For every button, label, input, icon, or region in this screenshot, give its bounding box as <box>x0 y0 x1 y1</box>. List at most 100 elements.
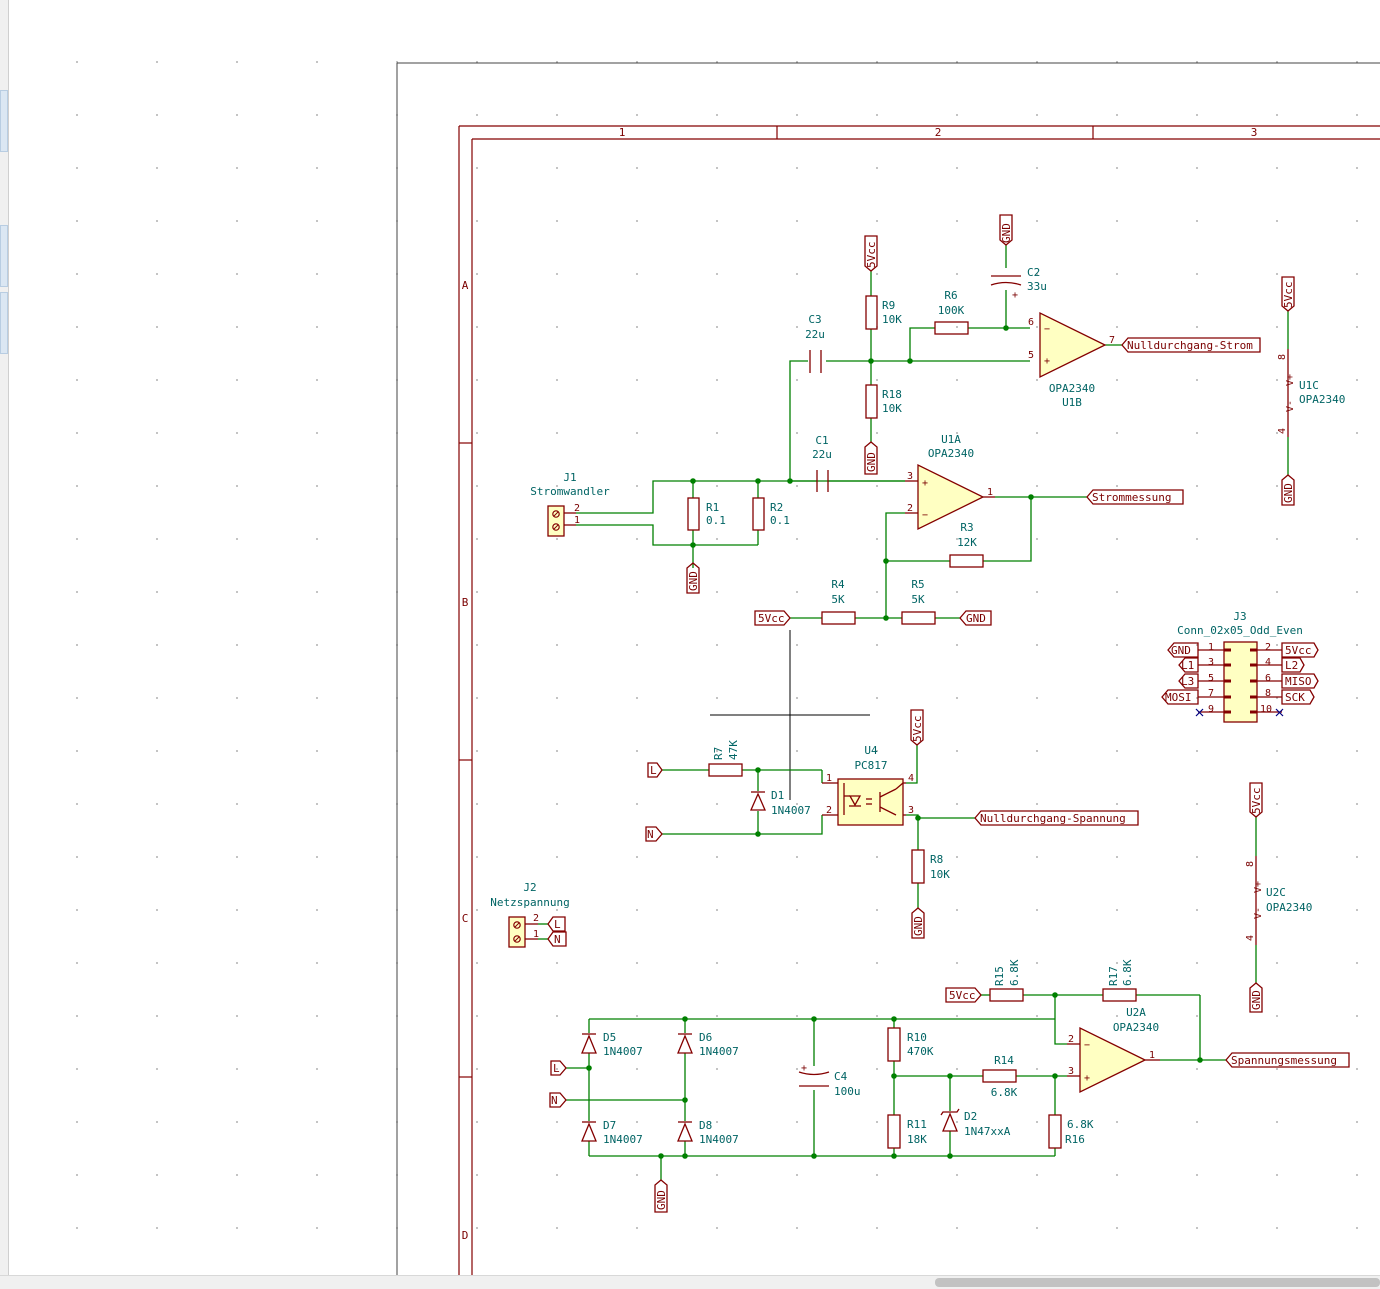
grid-dot <box>76 432 78 434</box>
connector-j3[interactable]: J3 Conn_02x05_Odd_Even 1 3 5 7 9 2 4 6 8… <box>1177 610 1303 723</box>
grid-dot <box>316 644 318 646</box>
connector-j2[interactable]: 2 1 J2 Netzspannung <box>490 881 570 948</box>
svg-text:+: + <box>922 478 928 489</box>
gnd-label-u2c[interactable]: GND <box>1249 982 1263 1013</box>
resistor-r3[interactable]: R3 12K <box>949 521 984 568</box>
scrollbar-thumb[interactable] <box>935 1278 1380 1287</box>
diode-d8[interactable]: D8 1N4007 <box>677 1119 739 1146</box>
j3-net-labels[interactable]: GND L1 L3 MOSI 5Vcc L2 MISO SCK <box>1161 642 1319 717</box>
resistor-r9[interactable]: R9 10K <box>865 295 902 330</box>
gnd-label-bridge[interactable]: GND <box>654 1179 668 1213</box>
diode-d6[interactable]: D6 1N4007 <box>677 1031 739 1058</box>
label-n-bridge[interactable]: N <box>549 1092 567 1108</box>
u2a-value: OPA2340 <box>1113 1021 1159 1034</box>
resistor-r4[interactable]: R4 5K <box>821 578 856 625</box>
svg-text:V-: V- <box>1253 907 1264 919</box>
resistor-r15[interactable]: R15 6.8K <box>989 959 1024 1002</box>
resistor-r14[interactable]: R14 6.8K <box>982 1054 1018 1099</box>
opamp-power-u2c[interactable]: 8 V+ V- 4 U2C OPA2340 <box>1245 856 1312 945</box>
svg-text:1: 1 <box>533 929 539 940</box>
gnd-label-c2[interactable]: GND <box>999 214 1013 246</box>
resistor-r7[interactable]: R7 47K <box>708 740 743 777</box>
vcc-label-u2c[interactable]: 5Vcc <box>1249 782 1263 818</box>
grid-dot <box>556 856 558 858</box>
resistor-r17[interactable]: R17 6.8K <box>1102 959 1137 1002</box>
label-l-j2[interactable]: L <box>547 916 566 932</box>
label-n-j2[interactable]: N <box>547 931 567 947</box>
grid-dot <box>716 856 718 858</box>
capacitor-c3[interactable]: C3 22u <box>805 313 825 373</box>
connector-j1[interactable]: 2 1 J1 Stromwandler <box>530 471 610 537</box>
capacitor-c2[interactable]: + C2 33u <box>990 266 1047 301</box>
diode-d2[interactable]: D2 1N47xxA <box>940 1108 1011 1138</box>
optocoupler-u4[interactable]: 1 2 4 3 U4 PC817 <box>822 744 914 826</box>
resistor-r8[interactable]: R8 10K <box>911 849 950 884</box>
grid-dot <box>716 1015 718 1017</box>
grid-dot <box>316 1227 318 1229</box>
gnd-label-j1[interactable]: GND <box>686 562 700 594</box>
grid-dot <box>1276 591 1278 593</box>
label-n-opto[interactable]: N <box>645 826 663 842</box>
gnd-label-r18[interactable]: GND <box>864 441 878 475</box>
resistor-r5[interactable]: R5 5K <box>901 578 936 625</box>
vcc-label-r4[interactable]: 5Vcc <box>754 610 791 626</box>
grid-dot <box>1116 697 1118 699</box>
opamp-power-u1c[interactable]: 8 V+ V- 4 U1C OPA2340 <box>1277 349 1345 437</box>
resistor-r10[interactable]: R10 470K <box>887 1027 934 1062</box>
diode-d5[interactable]: D5 1N4007 <box>581 1031 643 1058</box>
gnd-label-u1c[interactable]: GND <box>1281 474 1295 506</box>
grid-dot <box>476 1121 478 1123</box>
toolbar-tab[interactable] <box>0 292 8 354</box>
gnd-label-r8[interactable]: GND <box>911 907 925 939</box>
grid-dot <box>1036 1227 1038 1229</box>
resistor-r2[interactable]: R2 0.1 <box>752 497 790 531</box>
toolbar-tab[interactable] <box>0 225 8 287</box>
horizontal-scrollbar[interactable] <box>0 1275 1380 1289</box>
vcc-label-u4[interactable]: 5Vcc <box>910 709 924 746</box>
svg-text:V-: V- <box>1285 400 1296 412</box>
opamp-u2a[interactable]: − + 2 3 1 U2A OPA2340 <box>1067 1006 1160 1094</box>
resistor-r18[interactable]: R18 10K <box>865 384 902 419</box>
opamp-u1b[interactable]: − + 6 5 7 OPA2340 U1B <box>1028 311 1115 409</box>
label-spannungsmessung[interactable]: Spannungsmessung <box>1225 1052 1350 1068</box>
sheet-frame: 1 2 3 A B C D <box>458 125 1380 1275</box>
toolbar-tab[interactable] <box>0 90 8 152</box>
grid-dot <box>1036 962 1038 964</box>
resistor-r16[interactable]: 6.8K R16 <box>1048 1114 1094 1149</box>
grid-dot <box>876 1174 878 1176</box>
label-nulldurchgang-strom[interactable]: Nulldurchgang-Strom <box>1121 337 1261 353</box>
grid-dot <box>1356 114 1358 116</box>
vcc-label-r15[interactable]: 5Vcc <box>945 987 982 1003</box>
vcc-label-u1c[interactable]: 5Vcc <box>1281 276 1295 312</box>
junctions <box>586 325 1203 1159</box>
grid-dot <box>156 114 158 116</box>
capacitor-c1[interactable]: C1 22u <box>790 434 905 492</box>
resistor-r1[interactable]: R1 0.1 <box>687 497 726 531</box>
grid-dot <box>1276 379 1278 381</box>
diode-d1[interactable]: D1 1N4007 <box>750 789 811 817</box>
resistor-r11[interactable]: R11 18K <box>887 1114 927 1149</box>
svg-text:4: 4 <box>1277 428 1288 434</box>
diode-d7[interactable]: D7 1N4007 <box>581 1119 643 1146</box>
grid-dot <box>556 167 558 169</box>
grid-dot <box>1276 1068 1278 1070</box>
grid-dot <box>76 803 78 805</box>
grid-dot <box>796 697 798 699</box>
gnd-label-r5[interactable]: GND <box>959 610 992 626</box>
vcc-label-r9[interactable]: 5Vcc <box>864 235 878 272</box>
opamp-u1a[interactable]: + − 3 2 1 U1A OPA2340 <box>905 433 995 531</box>
label-strommessung[interactable]: Strommessung <box>1086 489 1184 505</box>
grid-dot <box>876 379 878 381</box>
svg-text:8: 8 <box>1245 861 1256 867</box>
resistor-r6[interactable]: R6 100K <box>934 289 969 335</box>
label-nulldurchgang-spannung[interactable]: Nulldurchgang-Spannung <box>974 810 1139 826</box>
grid-dot <box>556 220 558 222</box>
svg-text:MISO: MISO <box>1285 675 1312 688</box>
grid-dot <box>956 591 958 593</box>
capacitor-c4[interactable]: + C4 100u <box>798 1063 861 1098</box>
grid-dot <box>1196 61 1198 63</box>
grid-dot <box>1356 538 1358 540</box>
label-l-opto[interactable]: L <box>647 762 663 778</box>
label-l-bridge[interactable]: L <box>550 1060 567 1076</box>
